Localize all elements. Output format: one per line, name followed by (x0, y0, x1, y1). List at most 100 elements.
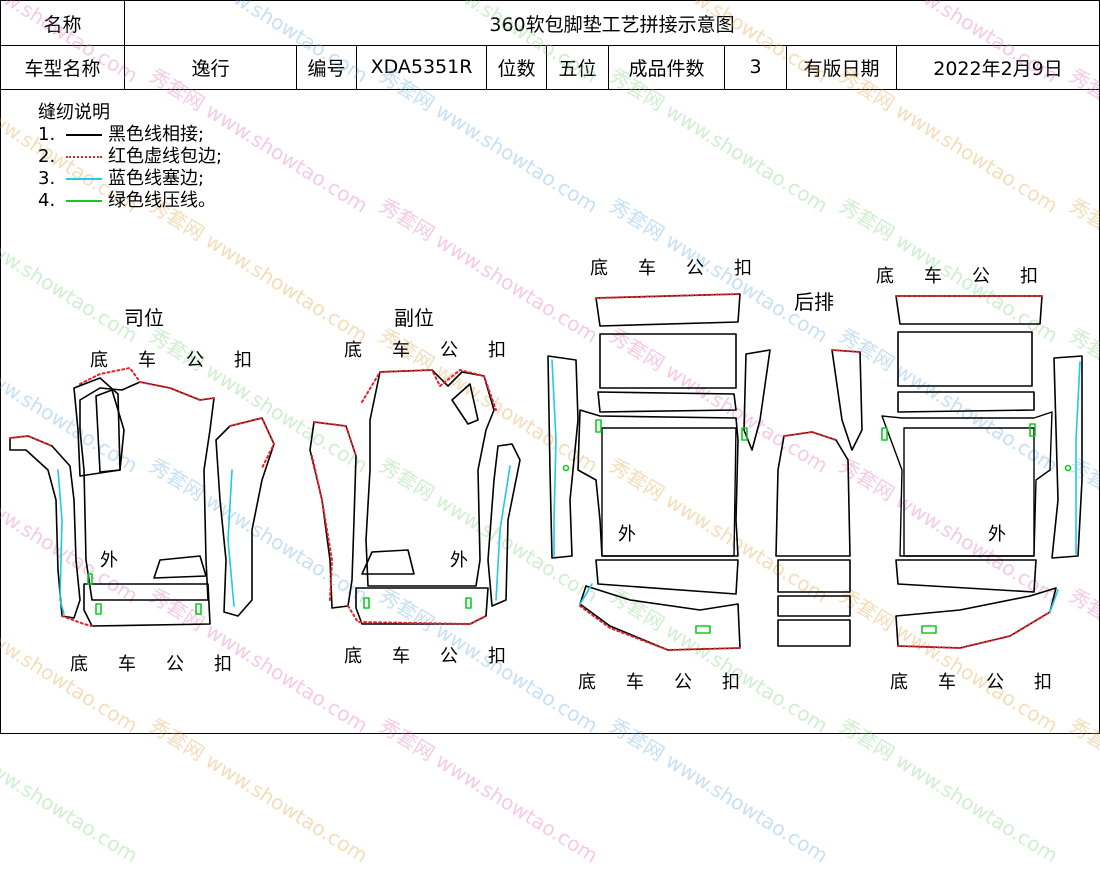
green-press-mark (465, 597, 472, 609)
legend-item-text: 黑色线相接; (108, 124, 205, 145)
red-dotted-swatch (66, 156, 102, 158)
green-press-mark (695, 625, 711, 634)
header-row-info: 车型名称 逸行 编号 XDA5351R 位数 五位 成品件数 3 有版日期 20… (1, 45, 1099, 90)
driver-right-side-cyan-edge (227, 469, 235, 607)
buckle-label-char: 底 (344, 340, 362, 361)
buckle-label-char: 车 (626, 672, 644, 693)
rear-center-right-side (831, 349, 863, 451)
rear-right-bottom-cyan-edge (1049, 589, 1059, 613)
passenger-label: 副位 (394, 306, 434, 330)
buckle-label-char: 车 (118, 654, 136, 675)
buckle-label-char: 公 (972, 266, 990, 287)
driver-label: 司位 (124, 306, 164, 330)
legend-item-text: 绿色线压线。 (108, 190, 216, 211)
passenger-front-red-edge (347, 605, 487, 625)
driver-right-side-red-edge (229, 417, 275, 469)
driver-left-side-panel (9, 435, 81, 619)
pieces-label: 成品件数 (609, 45, 725, 89)
driver-left-side-cyan-edge (57, 469, 65, 615)
driver-top-red-edge (79, 367, 215, 401)
rear-left-outer-side (547, 355, 579, 559)
legend-item-text: 红色虚线包边; (108, 146, 223, 167)
green-press-mark (95, 603, 102, 615)
seats-label: 位数 (487, 45, 547, 89)
passenger-right-side-panel (487, 443, 521, 607)
rear-left-mat-group (547, 293, 771, 651)
rear-center-block-2 (777, 595, 851, 617)
buckle-label-char: 扣 (722, 672, 740, 693)
buckle-label-char: 底 (590, 258, 608, 279)
legend-item-number: 4. (38, 190, 56, 211)
buckle-label-char: 公 (166, 654, 184, 675)
green-press-mark (195, 603, 202, 615)
legend-item: 2. 红色虚线包边; (38, 146, 222, 168)
outer-label: 外 (100, 550, 118, 571)
green-line-swatch (66, 200, 102, 202)
rear-left-inner-floor (601, 427, 737, 557)
buckle-label-char: 车 (392, 646, 410, 667)
buckle-label-char: 扣 (488, 646, 506, 667)
legend-item: 3. 蓝色线塞边; (38, 168, 222, 190)
passenger-left-side-red-edge (313, 421, 357, 457)
header-row-title: 名称 360软包脚垫工艺拼接示意图 (1, 1, 1099, 46)
buckle-label-char: 扣 (214, 654, 232, 675)
buckle-label-char: 公 (986, 672, 1004, 693)
black-line-swatch (66, 134, 102, 136)
rear-right-bottom-red-edge (897, 611, 1051, 649)
green-dot-mark (1064, 464, 1072, 472)
rear-left-strip-2 (597, 391, 737, 413)
buckle-label-char: 公 (440, 340, 458, 361)
buckle-label-char: 车 (392, 340, 410, 361)
sewing-legend: 缝纫说明 1. 黑色线相接; 2. 红色虚线包边; 3. 蓝色线塞边; 4. 绿… (38, 102, 222, 212)
date-value: 2022年2月9日 (933, 57, 1063, 80)
code-value: XDA5351R (357, 45, 487, 89)
driver-front-red-edge (61, 615, 93, 627)
buckle-label-char: 车 (938, 672, 956, 693)
buckle-label: 底车公扣 (590, 254, 782, 280)
driver-front-piece (83, 583, 211, 627)
date-label: 有版日期 (787, 45, 897, 89)
rear-center-right-red-edge (831, 349, 861, 353)
green-press-mark (881, 427, 888, 441)
buckle-label-char: 底 (90, 350, 108, 371)
seats-value: 五位 (547, 45, 609, 89)
rear-right-outer-side (1051, 355, 1083, 559)
legend-item: 4. 绿色线压线。 (38, 190, 222, 212)
passenger-right-side-cyan-edge (495, 465, 511, 601)
driver-upper-flap-inner (95, 389, 125, 473)
buckle-label-char: 扣 (234, 350, 252, 371)
buckle-label-char: 底 (344, 646, 362, 667)
drawing-sheet: 名称 360软包脚垫工艺拼接示意图 车型名称 逸行 编号 XDA5351R 位数… (0, 0, 1100, 734)
green-press-mark (363, 597, 370, 609)
buckle-label-char: 车 (924, 266, 942, 287)
rear-left-bottom-piece (579, 585, 741, 651)
buckle-label: 底车公扣 (578, 668, 770, 694)
rear-right-front-panel (895, 559, 1037, 593)
green-press-mark (741, 427, 748, 441)
buckle-label-char: 底 (578, 672, 596, 693)
buckle-label-char: 公 (440, 646, 458, 667)
buckle-label-char: 扣 (488, 340, 506, 361)
legend-item-number: 3. (38, 168, 56, 189)
green-press-mark (595, 419, 602, 433)
rear-left-top-red-edge (595, 293, 741, 299)
legend-title: 缝纫说明 (38, 102, 110, 123)
buckle-label-char: 底 (890, 672, 908, 693)
rear-right-top-strip (895, 295, 1043, 325)
legend-item: 1. 黑色线相接; (38, 124, 222, 146)
buckle-label: 底车公扣 (890, 668, 1082, 694)
outer-label: 外 (618, 524, 636, 545)
buckle-label: 底车公扣 (344, 642, 536, 668)
buckle-label-char: 扣 (1020, 266, 1038, 287)
rear-right-outer-cyan-edge (1075, 361, 1081, 555)
rear-left-bottom-red-edge (579, 605, 741, 651)
driver-left-side-red-edge (9, 435, 53, 447)
buckle-label: 底车公扣 (70, 650, 262, 676)
buckle-label-char: 公 (186, 350, 204, 371)
rear-right-mat-group (881, 295, 1083, 649)
rear-center-block-3 (777, 619, 851, 647)
buckle-label: 底车公扣 (876, 262, 1068, 288)
buckle-label-char: 公 (674, 672, 692, 693)
cyan-line-swatch (66, 178, 102, 180)
legend-item-text: 蓝色线塞边; (108, 168, 205, 189)
